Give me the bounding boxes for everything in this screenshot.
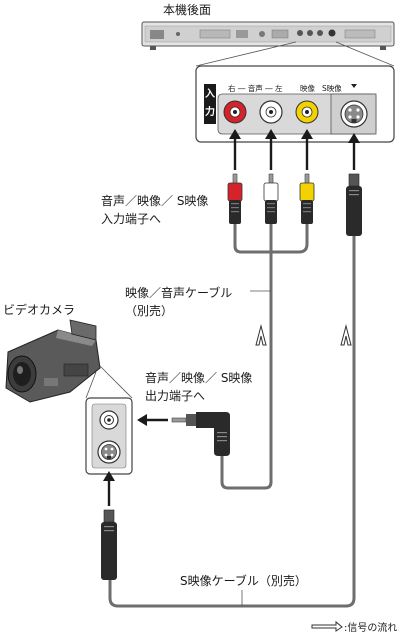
signal-flow-legend-icon	[311, 620, 343, 632]
main-unit-device	[141, 21, 395, 50]
input-panel	[195, 65, 395, 143]
av-mini-plug	[171, 412, 230, 456]
rca-plug-yellow	[299, 173, 315, 224]
input-terminal-label-2: 入力端子へ	[101, 212, 162, 226]
rca-plug-red	[227, 173, 243, 224]
input-side-label: 入力	[205, 89, 215, 118]
signal-flow-legend: :信号の流れ	[344, 623, 398, 634]
audio-left-jack	[259, 100, 283, 124]
av-cable	[220, 224, 309, 490]
camcorder-label: ビデオカメラ	[3, 303, 76, 317]
video-jack-label: 映像	[300, 84, 315, 93]
camcorder-s-video-jack	[97, 440, 121, 464]
audio-right-jack	[223, 100, 247, 124]
connection-arrows	[229, 129, 360, 170]
camcorder-av-arrow	[137, 414, 168, 426]
output-terminal-label: 音声／映像／ S映像	[145, 371, 253, 385]
s-video-plug-bottom	[101, 509, 117, 580]
s-video-jack-label: S映像	[322, 84, 342, 93]
zoom-guides	[195, 41, 395, 67]
video-jack	[295, 100, 319, 124]
av-cable-label: 映像／音声ケーブル	[125, 286, 233, 300]
rca-plug-white	[263, 173, 279, 224]
camcorder-av-jack	[99, 410, 119, 430]
camcorder-s-video-arrow	[103, 471, 115, 506]
s-video-cable	[108, 236, 356, 608]
signal-flow-mark	[340, 324, 352, 346]
s-video-cable-label: S映像ケーブル（別売）	[180, 574, 307, 588]
av-cable-label-2: （別売）	[125, 304, 174, 318]
camcorder-icon	[5, 319, 101, 403]
main-unit-title: 本機後面	[163, 3, 212, 17]
audio-jack-label: 右 ― 音声 ― 左	[228, 84, 283, 93]
s-video-plug-top	[346, 173, 362, 236]
input-terminal-label: 音声／映像／ S映像	[101, 194, 209, 208]
s-video-marker-icon	[351, 84, 357, 88]
s-video-jack	[340, 100, 368, 128]
signal-flow-mark	[255, 324, 267, 346]
output-terminal-label-2: 出力端子へ	[145, 389, 206, 403]
